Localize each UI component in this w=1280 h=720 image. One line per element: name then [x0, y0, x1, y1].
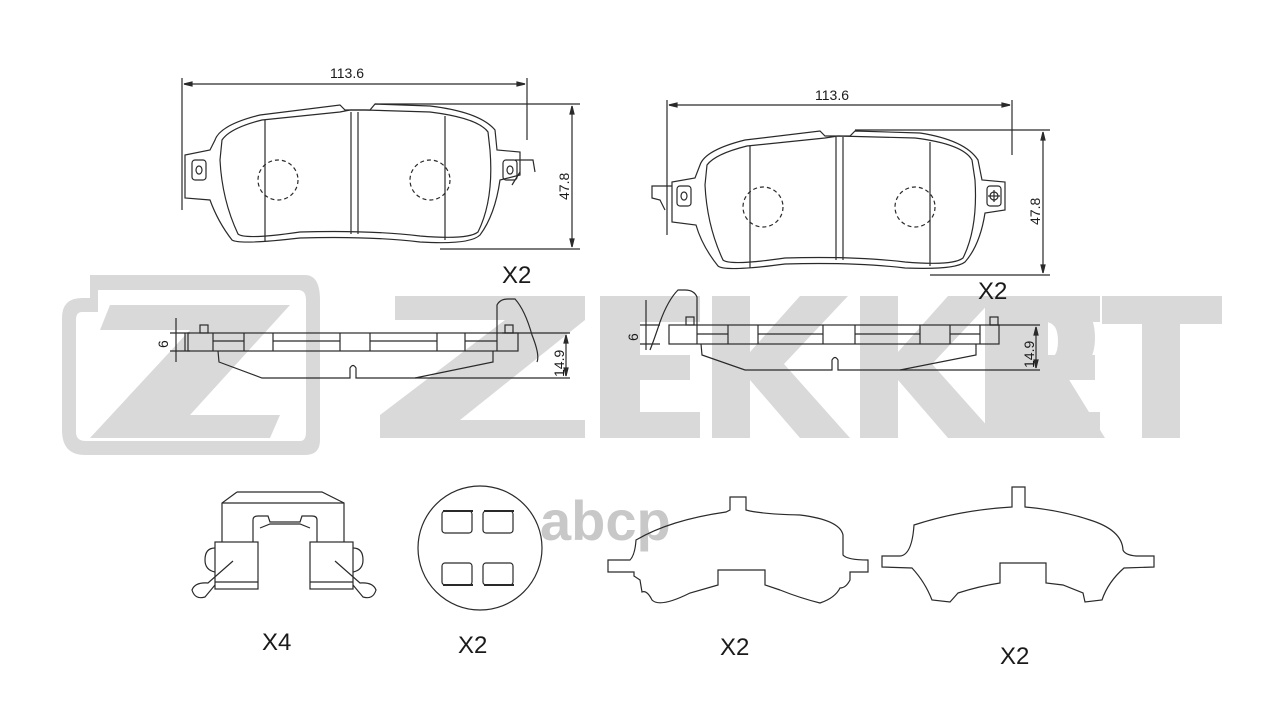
pad-right-width-dim: 113.6	[815, 87, 849, 103]
pad-left-thickness-dim: 6	[155, 340, 171, 348]
pad-right-thickness-dim: 6	[625, 333, 641, 341]
pad-left-height-dim: 47.8	[556, 173, 572, 200]
shim-a-quantity: X2	[720, 634, 750, 661]
abcp-watermark: abcp	[540, 489, 671, 552]
watermark-letters-rt	[985, 296, 1222, 438]
pad-right-quantity: X2	[978, 278, 1008, 305]
guide-clip-quantity: X4	[262, 629, 292, 656]
shim-b-quantity: X2	[1000, 643, 1030, 670]
shim-plate-b-drawing	[881, 486, 1155, 603]
pad-left-quantity: X2	[502, 262, 532, 289]
shim-plate-a-drawing	[607, 496, 869, 604]
clip-set-quantity: X2	[458, 632, 488, 659]
guide-clip-drawing	[191, 491, 377, 599]
pad-right-total-thickness-dim: 14.9	[1021, 341, 1037, 368]
pad-right-height-dim: 47.8	[1027, 198, 1043, 225]
clip-set-drawing	[417, 485, 543, 611]
zekkert-logo-watermark	[62, 275, 1100, 455]
pad-left-front-view	[181, 78, 580, 250]
pad-right-side-view	[640, 289, 1040, 371]
pad-right-front-view	[651, 100, 1050, 276]
pad-left-total-thickness-dim: 14.9	[551, 350, 567, 377]
pad-left-width-dim: 113.6	[330, 65, 364, 81]
pad-left-side-view	[170, 298, 570, 379]
